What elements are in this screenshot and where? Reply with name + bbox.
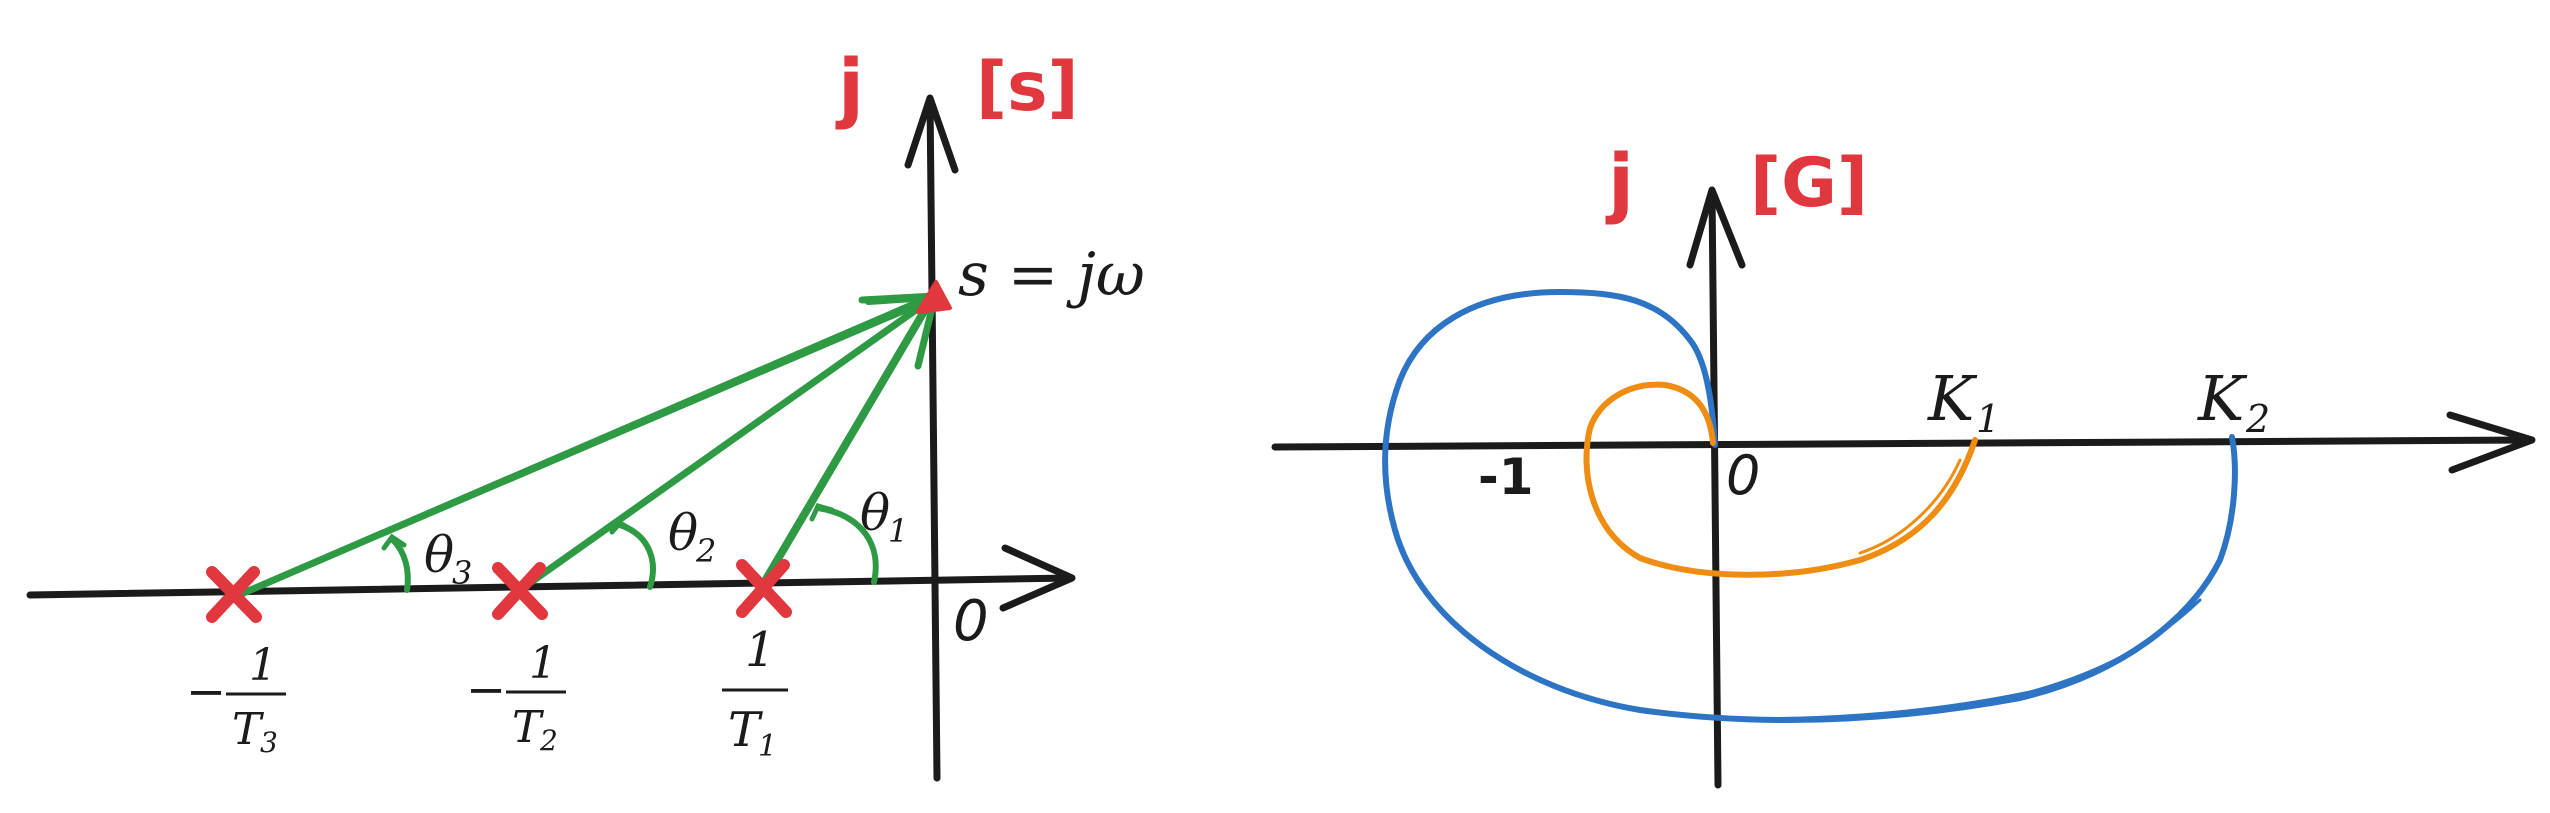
svg-text:T: T [232, 704, 265, 755]
s-real-axis-arrowhead [999, 544, 1076, 612]
s-imag-axis-arrowhead [904, 94, 959, 174]
s-plane-label: [s] [976, 48, 1079, 127]
svg-text:θ: θ [668, 504, 698, 562]
g-real-axis-arrowhead [2446, 411, 2536, 474]
svg-text:2: 2 [2245, 397, 2270, 441]
svg-text:2: 2 [695, 532, 716, 570]
svg-text:3: 3 [260, 726, 278, 759]
angle-arc-theta1-arrow [809, 503, 835, 522]
angle-arc-theta2 [617, 522, 656, 590]
angle-arc-theta2-arrow [609, 519, 635, 535]
pole-2-marker [492, 562, 548, 620]
angle-arc-theta3 [390, 537, 411, 593]
svg-text:T: T [728, 702, 763, 758]
k2-label: K 2 [2197, 362, 2270, 441]
svg-text:K: K [2197, 362, 2248, 435]
g-real-axis [1271, 436, 2534, 451]
theta2-label: θ 2 [668, 504, 716, 570]
svg-text:1: 1 [1976, 397, 2000, 441]
angle-arc-theta3-arrow [381, 533, 407, 551]
svg-text:θ: θ [424, 526, 454, 584]
svg-text:2: 2 [539, 724, 558, 757]
g-plane-label: [G] [1750, 144, 1868, 223]
theta1-label: θ 1 [860, 484, 908, 550]
g-imag-label: j [1605, 137, 1634, 226]
s-imag-label: j [835, 42, 864, 131]
svg-text:K: K [1927, 362, 1978, 435]
pole-1-marker [736, 559, 792, 618]
pole-1-label: 1 T 1 [722, 622, 788, 764]
svg-text:1: 1 [888, 512, 908, 550]
g-minus-one-label: -1 [1478, 448, 1534, 506]
g-plane: j [G] 0 -1 K 1 K 2 [1271, 137, 2536, 789]
svg-text:θ: θ [860, 484, 890, 542]
svg-text:1: 1 [745, 622, 776, 678]
s-imag-axis [926, 96, 941, 782]
vector-pole-2 [516, 296, 934, 594]
svg-text:1: 1 [758, 729, 777, 764]
g-imag-axis-arrowhead [1686, 186, 1746, 269]
s-plane: j [s] 0 s = jω θ 3 θ 2 θ 1 − 1 T 3 − 1 [26, 42, 1145, 782]
svg-text:1: 1 [249, 640, 277, 691]
vector-pole-1 [758, 294, 936, 590]
s-real-axis [26, 574, 1074, 599]
g-imag-axis [1708, 188, 1722, 789]
pole-3-label: − 1 T 3 [186, 640, 286, 759]
vector-pole-3-second-stroke [298, 304, 920, 572]
nyquist-curve-k1-second-stroke [1858, 458, 1962, 555]
g-origin-label: 0 [1726, 444, 1760, 507]
k1-label: K 1 [1927, 362, 2000, 441]
svg-text:T: T [512, 702, 545, 753]
svg-text:−: − [186, 664, 226, 720]
s-point-label: s = jω [958, 240, 1145, 310]
nyquist-curve-k2-second-stroke [1698, 598, 2202, 721]
svg-text:3: 3 [452, 554, 472, 592]
svg-text:−: − [466, 662, 506, 718]
nyquist-curve-k1 [1583, 381, 1978, 578]
pole-3-marker [206, 566, 262, 623]
s-point-marker [916, 280, 952, 314]
pole-2-label: − 1 T 2 [466, 638, 566, 757]
theta3-label: θ 3 [424, 526, 472, 592]
svg-text:1: 1 [529, 638, 557, 689]
s-origin-label: 0 [953, 589, 989, 654]
